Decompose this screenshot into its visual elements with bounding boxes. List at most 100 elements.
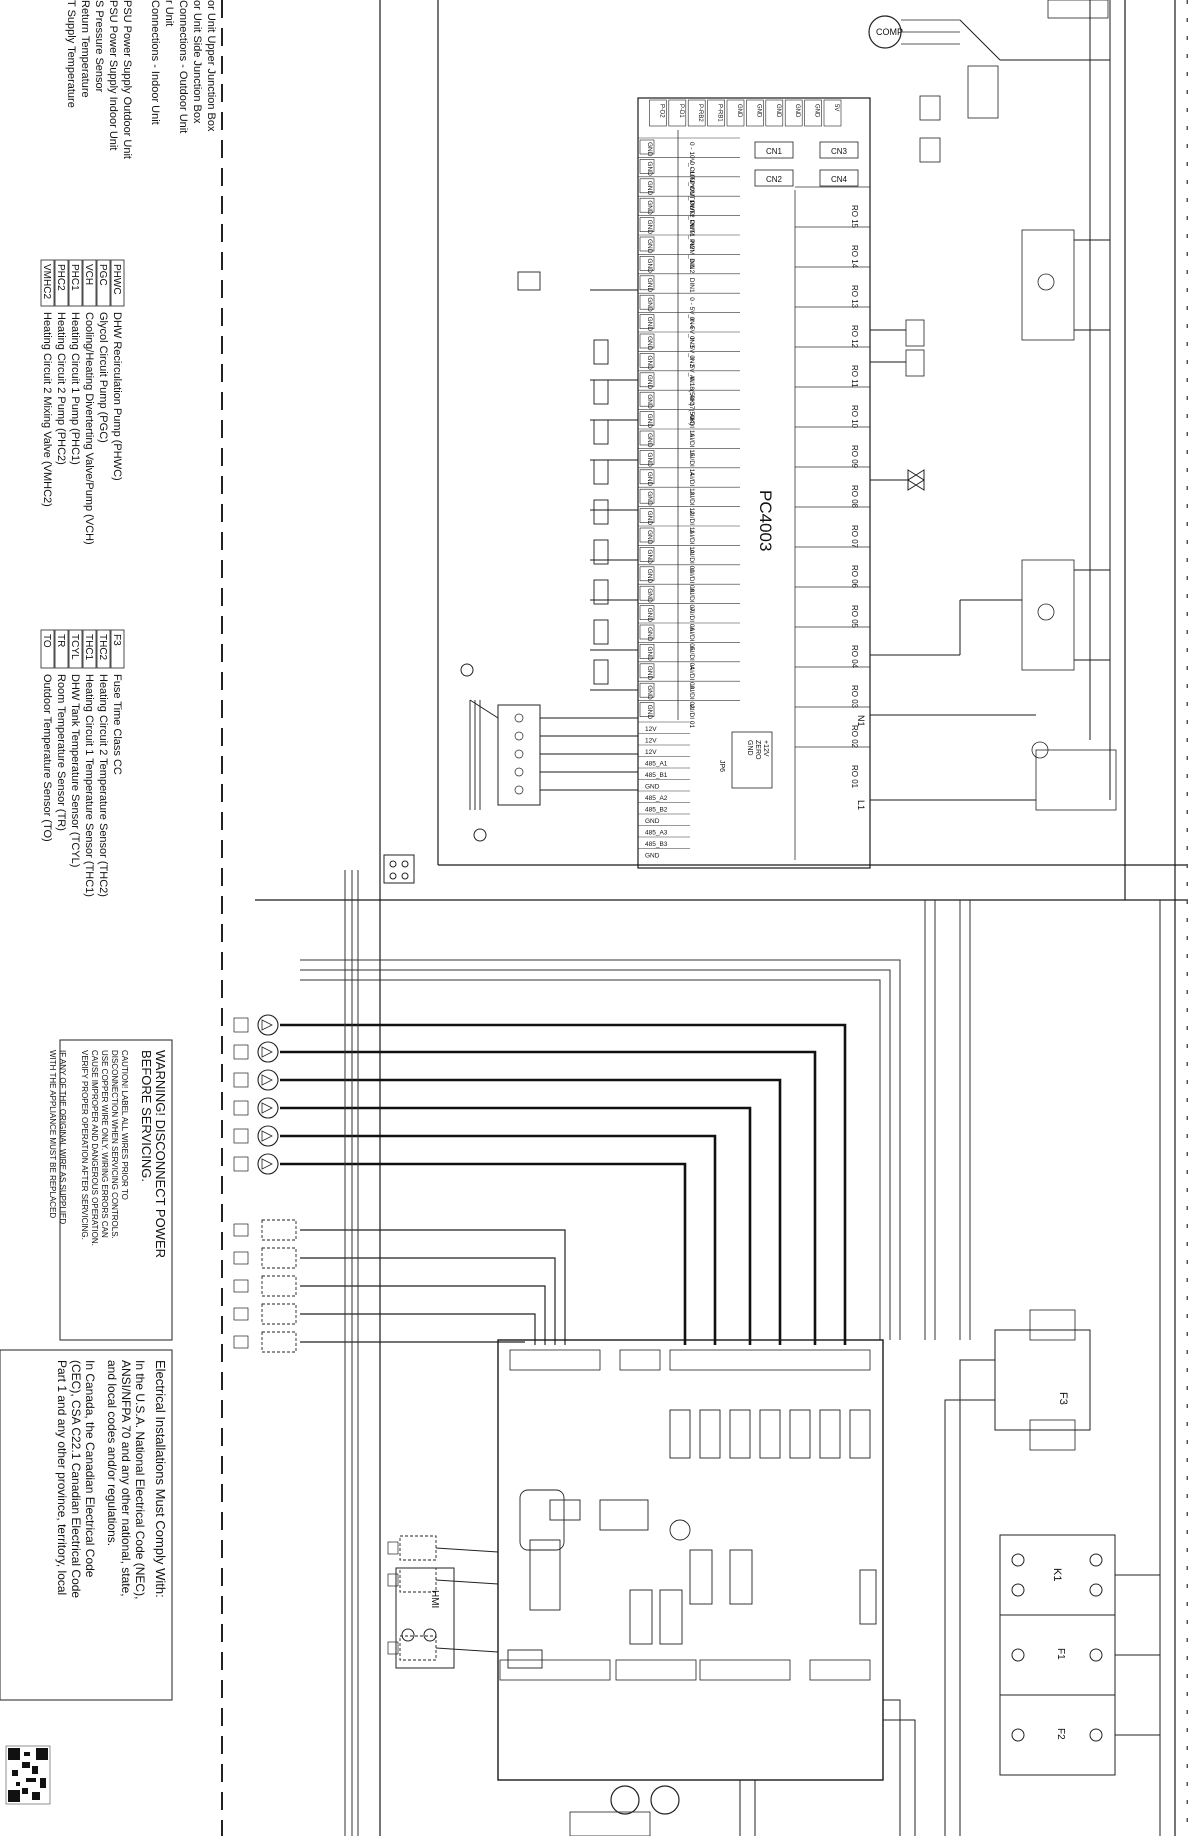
warning-orig-2: WITH THE APPLIANCE MUST BE REPLACED bbox=[48, 1050, 57, 1218]
vertical-wires bbox=[300, 870, 971, 1836]
legend-sensor-0: F3 Fuse Time Class CC bbox=[110, 629, 125, 775]
pin-gnd-0: GND bbox=[646, 142, 653, 157]
legend-pump-2: VCH Cooling/Heating Diverterting Valve/P… bbox=[82, 259, 97, 545]
power-pin-6: 485_A2 bbox=[645, 795, 668, 802]
legend-left-0: or Unit Upper Junction Box bbox=[205, 0, 217, 132]
pin-label-6: DIN2 bbox=[688, 258, 695, 273]
ro-label-10: RO 05 bbox=[850, 605, 859, 629]
svg-text:VMHC2: VMHC2 bbox=[41, 264, 52, 299]
ro-label-0: RO 15 bbox=[850, 205, 859, 229]
warning-line-4: VERIFY PROPER OPERATION AFTER SERVICING. bbox=[80, 1050, 89, 1240]
jp6-zero: ZERO bbox=[754, 740, 761, 760]
legend-pumps: PHWC DHW Recirculation Pump (PHWC) PGC G… bbox=[40, 259, 125, 545]
pump-wires bbox=[280, 1023, 847, 1345]
lower-right-wires bbox=[739, 900, 1161, 1836]
svg-text:DHW Tank Temperature Sensor (T: DHW Tank Temperature Sensor (TCYL) bbox=[69, 674, 81, 867]
svg-text:Heating Circuit 2 Temperature: Heating Circuit 2 Temperature Sensor (TH… bbox=[97, 674, 109, 897]
svg-text:DHW Recirculation Pump (PHWC): DHW Recirculation Pump (PHWC) bbox=[111, 312, 123, 481]
pin-label-8: 0 - 5V_IN4 bbox=[688, 297, 695, 328]
pin-gnd-23: GND bbox=[646, 588, 653, 603]
pin-gnd-14: GND bbox=[646, 414, 653, 429]
warning-line-2: USE COPPER WIRE ONLY. WIRING ERRORS CAN bbox=[100, 1050, 109, 1238]
legend-left-2: Connections - Outdoor Unit bbox=[177, 0, 189, 133]
hmi-label: HMI bbox=[429, 1590, 440, 1608]
l1-label: L1 bbox=[856, 800, 866, 810]
legend-sensors: F3 Fuse Time Class CC THC2 Heating Circu… bbox=[40, 629, 125, 897]
svg-text:Heating Circuit 1 Pump (PHC1): Heating Circuit 1 Pump (PHC1) bbox=[69, 312, 81, 465]
pin-gnd-4: GND bbox=[646, 220, 653, 235]
pin-gnd-25: GND bbox=[646, 627, 653, 642]
top-pin-5: GND bbox=[736, 104, 742, 118]
pin-label-4: PWM_IN2 bbox=[688, 220, 695, 250]
cn2-label: CN2 bbox=[766, 175, 783, 184]
pin-gnd-22: GND bbox=[646, 569, 653, 584]
sensor-symbol-4 bbox=[233, 1331, 297, 1353]
top-right-connectors bbox=[919, 0, 1109, 163]
pin-gnd-24: GND bbox=[646, 608, 653, 623]
pin-gnd-26: GND bbox=[646, 646, 653, 661]
cn3-label: CN3 bbox=[831, 147, 848, 156]
power-pin-10: 485_B3 bbox=[645, 841, 668, 848]
bottom-box bbox=[569, 1811, 651, 1836]
legend-left-7: S Pressure Sensor bbox=[93, 0, 105, 93]
ro-label-6: RO 09 bbox=[850, 445, 859, 469]
pin-gnd-29: GND bbox=[646, 705, 653, 720]
legend-pump-3: PHC1 Heating Circuit 1 Pump (PHC1) bbox=[68, 259, 83, 465]
pin-label-10: 0 - 5V_IN2 bbox=[688, 336, 695, 367]
pin-label-22: AI/DI 08 bbox=[688, 569, 695, 593]
pin-label-18: AI/DI 12 bbox=[688, 491, 695, 515]
pin-gnd-28: GND bbox=[646, 685, 653, 700]
legend-left-6: PSU Power Supply Indoor Unit bbox=[107, 0, 119, 150]
legend-pump-5: VMHC2 Heating Circuit 2 Mixing Valve (VM… bbox=[40, 259, 55, 507]
pin-label-15: AI/DI 15 bbox=[688, 433, 695, 457]
pin-label-23: AI/DI 07 bbox=[688, 588, 695, 612]
pin-label-24: AI/DI 06 bbox=[688, 608, 695, 632]
pin-gnd-8: GND bbox=[646, 297, 653, 312]
power-pin-0: 12V bbox=[645, 726, 657, 733]
controller-board bbox=[497, 1339, 884, 1781]
pin-label-9: 0 - 5V_IN3 bbox=[688, 317, 695, 348]
pin-label-26: AI/DI 04 bbox=[688, 646, 695, 670]
pin-label-3: PWM_OUT1 bbox=[688, 200, 695, 237]
svg-text:Room Temperature Sensor (TR): Room Temperature Sensor (TR) bbox=[55, 674, 67, 831]
legend-sensor-1: THC2 Heating Circuit 2 Temperature Senso… bbox=[96, 629, 111, 897]
svg-text:Heating Circuit 2 Pump (PHC2): Heating Circuit 2 Pump (PHC2) bbox=[55, 312, 67, 465]
power-pin-9: 485_A3 bbox=[645, 830, 668, 837]
pin-gnd-3: GND bbox=[646, 200, 653, 215]
warning-line-1: DISCONNECTION WHEN SERVICING CONTROLS. bbox=[110, 1050, 119, 1239]
pin-label-0: 0 - 10V_OUT2 bbox=[688, 142, 695, 184]
pin-label-2: PWM_OUT2 bbox=[688, 181, 695, 218]
electrical-canada-1: (CEC), CSA C22.1 Canadian Electrical Cod… bbox=[69, 1360, 83, 1598]
sensor-symbol-2 bbox=[233, 1275, 297, 1297]
warning-orig-1: IF ANY OF THE ORIGINAL WIRE AS SUPPLIED bbox=[58, 1050, 67, 1224]
jp6-12v: +12V bbox=[762, 740, 769, 757]
pin-gnd-5: GND bbox=[646, 239, 653, 254]
top-pin-6: P-RB1 bbox=[717, 104, 723, 122]
n1-label: N1 bbox=[856, 715, 866, 727]
svg-text:Heating Circuit 1 Temperature: Heating Circuit 1 Temperature Sensor (TH… bbox=[83, 674, 95, 897]
power-pin-5: GND bbox=[645, 784, 660, 791]
terminal-485 bbox=[460, 663, 638, 842]
top-pin-3: GND bbox=[775, 104, 781, 118]
top-pin-0: 5V bbox=[833, 104, 839, 111]
pin-gnd-9: GND bbox=[646, 317, 653, 332]
pin-label-11: 0 - 5V_IN1 bbox=[688, 355, 695, 386]
pin-label-25: AI/DI 05 bbox=[688, 627, 695, 651]
ro-label-3: RO 12 bbox=[850, 325, 859, 349]
pin-gnd-13: GND bbox=[646, 394, 653, 409]
electrical-box: Electrical Installations Must Comply Wit… bbox=[0, 1349, 173, 1701]
bottom-motors bbox=[610, 1785, 680, 1815]
pump-vmhc2-symbol bbox=[233, 1153, 279, 1175]
svg-text:PHC1: PHC1 bbox=[69, 264, 80, 291]
power-pin-7: 485_B2 bbox=[645, 807, 668, 814]
svg-text:Glycol Circuit Pump (PGC): Glycol Circuit Pump (PGC) bbox=[97, 312, 109, 443]
legend-left-4: Connections - Indoor Unit bbox=[149, 0, 161, 125]
ro-label-1: RO 14 bbox=[850, 245, 859, 269]
svg-text:PGC: PGC bbox=[97, 264, 108, 286]
power-pin-2: 12V bbox=[645, 749, 657, 756]
sensor-symbol-1 bbox=[233, 1247, 297, 1269]
valve-symbol bbox=[907, 469, 925, 491]
